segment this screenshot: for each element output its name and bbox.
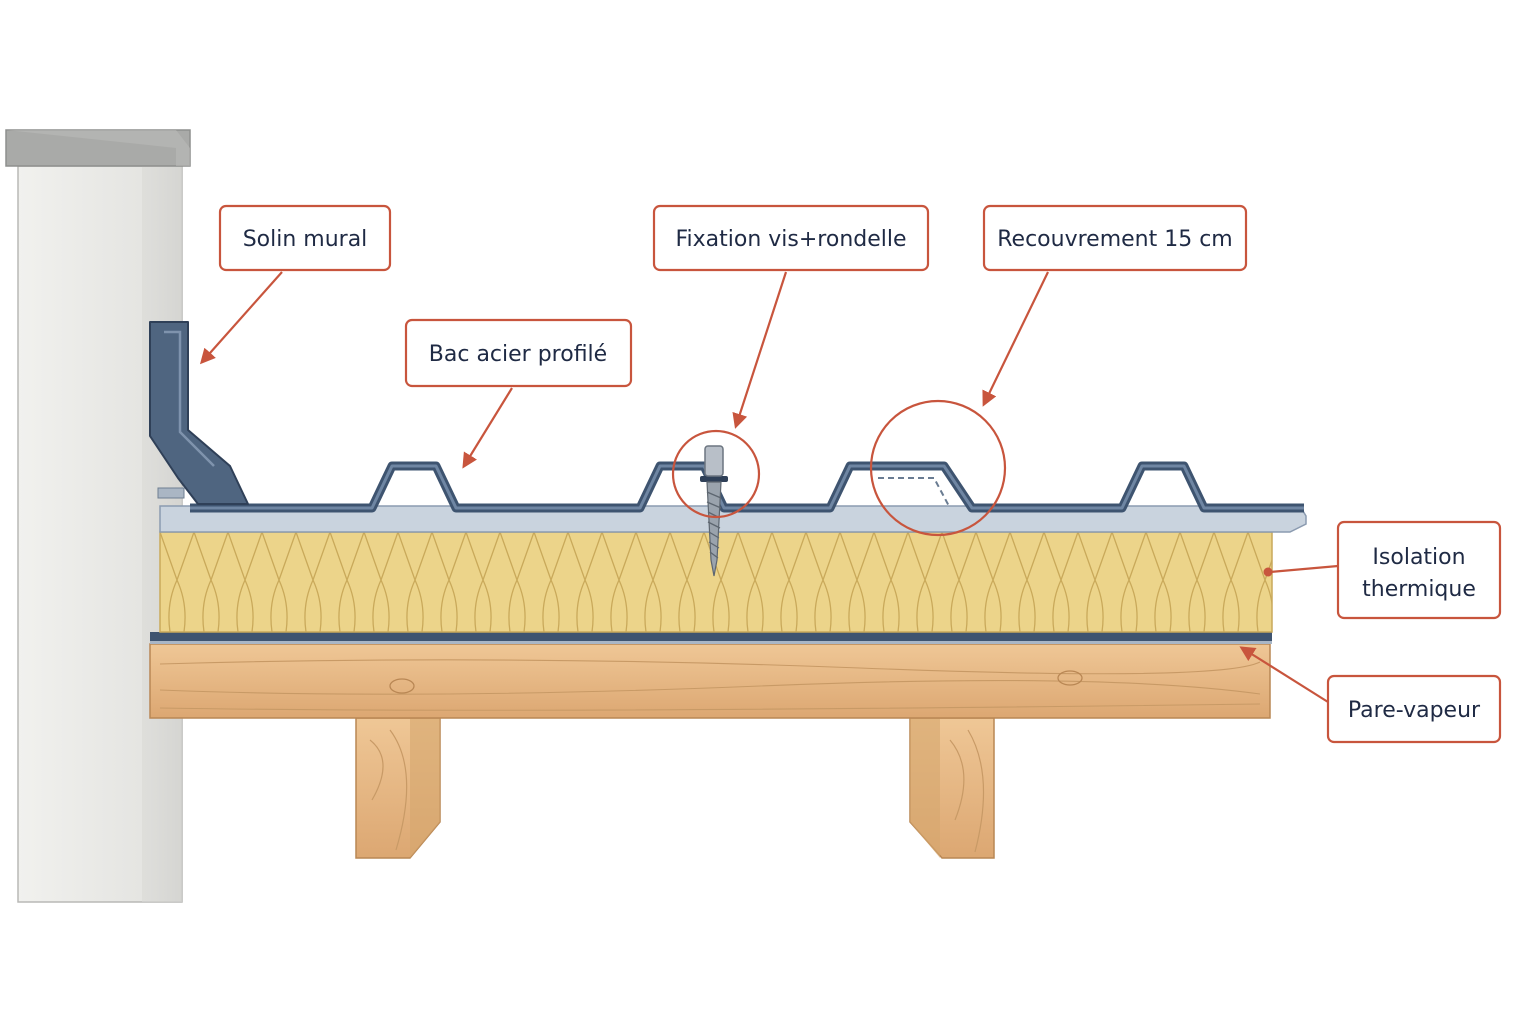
callout-pare-vapeur: Pare-vapeur [1326, 674, 1502, 744]
callout-solin-mural-text: Solin mural [243, 227, 368, 252]
callout-bac-acier: Bac acier profilé [404, 318, 633, 388]
pare-vapeur-leader-arrow [1239, 646, 1329, 703]
callout-bac-acier-text: Bac acier profilé [429, 342, 607, 367]
callout-isolation: Isolation thermique [1336, 520, 1502, 620]
callout-solin-mural: Solin mural [218, 204, 392, 272]
fixation-leader-arrow [732, 271, 788, 429]
callout-isolation-line1: Isolation [1372, 545, 1465, 570]
callout-fixation-text: Fixation vis+rondelle [675, 227, 906, 252]
callout-pare-vapeur-text: Pare-vapeur [1348, 698, 1481, 723]
callout-isolation-line2: thermique [1362, 577, 1476, 602]
vapour-barrier [150, 632, 1272, 644]
isolation-leader [1263, 564, 1339, 577]
solin-leader-arrow [199, 271, 283, 365]
fixation-highlight-circle [671, 429, 761, 519]
recouvrement-leader-arrow [982, 271, 1049, 407]
callout-fixation: Fixation vis+rondelle [652, 204, 930, 272]
screw-fastener [700, 445, 728, 577]
joist-right [909, 717, 995, 859]
wood-deck [149, 643, 1271, 719]
wall-flashing [149, 321, 249, 505]
callout-recouvrement-text: Recouvrement 15 cm [997, 227, 1233, 252]
bac-leader-arrow [462, 387, 513, 469]
joist-left [355, 717, 441, 859]
callout-recouvrement: Recouvrement 15 cm [982, 204, 1248, 272]
wall [5, 129, 191, 903]
wall-cap [5, 129, 191, 167]
overlap-hint [878, 477, 951, 509]
profiled-steel-deck [190, 461, 1304, 513]
overlap-highlight-circle [869, 399, 1007, 537]
